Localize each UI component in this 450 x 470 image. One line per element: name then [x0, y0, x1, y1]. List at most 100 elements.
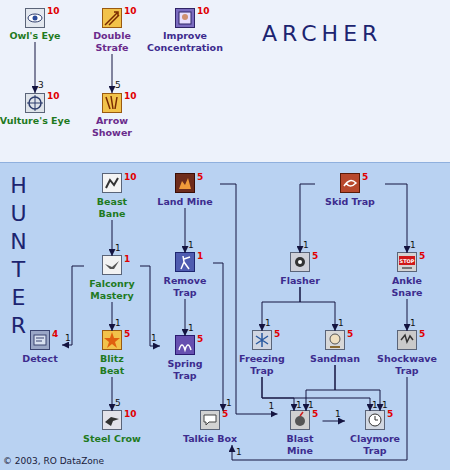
icon-glyph — [344, 181, 356, 186]
skill-icon — [341, 174, 360, 193]
skill-level: 5 — [347, 329, 353, 339]
connector — [323, 421, 346, 422]
skill-icon — [103, 9, 122, 28]
skill-icon — [176, 9, 195, 28]
skill-icon — [103, 174, 122, 193]
skill-name: Arrow Shower — [84, 115, 140, 139]
icon-glyph — [28, 14, 42, 22]
icon-frame — [398, 331, 417, 350]
skill-level: 10 — [124, 172, 137, 182]
skill-icon — [103, 256, 122, 275]
icon-frame — [366, 411, 385, 430]
skill-name: Talkie Box — [175, 433, 245, 445]
skill-name: Flasher — [272, 275, 328, 287]
skill-name: Double Strafe — [84, 30, 140, 54]
skill-name: Blast Mine — [278, 433, 323, 457]
section-band: ARCHEROwl's Eye10Double Strafe10Improve … — [0, 0, 450, 162]
connector — [185, 299, 186, 336]
icon-glyph — [105, 12, 119, 25]
connector — [407, 299, 408, 331]
skill-name: Blitz Beat — [90, 353, 135, 377]
icon-glyph — [179, 178, 191, 189]
icon-glyph — [298, 260, 302, 264]
connector — [112, 302, 113, 331]
skill-name: Owl's Eye — [0, 30, 70, 42]
skill-icon — [176, 253, 195, 272]
icon-frame — [103, 411, 122, 430]
skill-name: Shockwave Trap — [375, 353, 439, 377]
icon-frame — [201, 411, 220, 430]
skill-icon — [31, 331, 50, 350]
icon-glyph — [295, 416, 305, 426]
edge-label: 5 — [115, 80, 121, 90]
skill-icon — [291, 253, 310, 272]
edge-label: 1 — [226, 398, 232, 408]
skill-level: 10 — [47, 6, 60, 16]
edge-label: 1 — [115, 243, 121, 253]
skill-name: Vulture's Eye — [0, 115, 77, 127]
icon-glyph — [369, 414, 381, 426]
edge-label: 1 — [151, 333, 157, 343]
icon-glyph — [106, 96, 117, 109]
icon-frame — [26, 9, 45, 28]
icon-glyph — [105, 417, 119, 426]
skill-icon — [26, 9, 45, 28]
skill-level: 5 — [197, 334, 203, 344]
skill-name: Spring Trap — [160, 358, 210, 382]
skill-name: Beast Bane — [87, 196, 137, 220]
edge-label: 1 — [296, 400, 302, 410]
edge-label: 3 — [38, 80, 44, 90]
skill-name: Land Mine — [150, 196, 220, 208]
skill-level: 10 — [47, 91, 60, 101]
skill-icon — [103, 331, 122, 350]
icon-glyph — [182, 14, 188, 20]
skill-level: 10 — [124, 409, 137, 419]
edge-label: 1 — [308, 400, 314, 410]
skill-level: 10 — [197, 6, 210, 16]
section-title: ARCHER — [262, 22, 382, 46]
icon-glyph — [330, 334, 340, 344]
icon-frame — [176, 174, 195, 193]
skill-level: 5 — [124, 329, 130, 339]
icon-frame — [291, 411, 310, 430]
copyright-note: © 2003, RO DataZone — [3, 456, 104, 467]
skill-name: Skid Trap — [315, 196, 385, 208]
skill-name: Detect — [18, 353, 62, 365]
icon-glyph — [27, 95, 43, 111]
icon-glyph — [330, 346, 340, 348]
skill-level: 5 — [274, 329, 280, 339]
skill-level: 10 — [124, 6, 137, 16]
skill-name: Steel Crow — [74, 433, 150, 445]
skill-level: 1 — [197, 251, 203, 261]
skill-icon — [176, 174, 195, 193]
connector — [35, 42, 36, 93]
skill-name: Improve Concentration — [143, 30, 227, 54]
icon-glyph — [402, 267, 412, 269]
icon-frame — [103, 331, 122, 350]
skill-level: 5 — [312, 251, 318, 261]
icon-frame — [103, 174, 122, 193]
skill-icon — [26, 94, 45, 113]
icon-glyph — [181, 256, 190, 269]
skill-level: 5 — [419, 251, 425, 261]
icon-glyph — [179, 12, 191, 24]
skill-icon — [176, 336, 195, 355]
skill-level: 5 — [387, 409, 393, 419]
skill-icon — [103, 94, 122, 113]
icon-frame — [103, 256, 122, 275]
icon-frame — [176, 253, 195, 272]
skill-name: Remove Trap — [157, 275, 213, 299]
icon-glyph — [399, 256, 415, 265]
icon-glyph — [105, 261, 119, 269]
icon-frame — [103, 94, 122, 113]
edge-label: 1 — [65, 333, 71, 343]
skill-level: 5 — [362, 172, 368, 182]
icon-glyph — [401, 335, 413, 342]
skill-icon — [326, 331, 345, 350]
icon-glyph — [300, 412, 303, 416]
icon-glyph — [204, 415, 216, 425]
connector — [185, 208, 186, 253]
skill-icon — [398, 253, 417, 272]
edge-label: 1 — [115, 318, 121, 328]
